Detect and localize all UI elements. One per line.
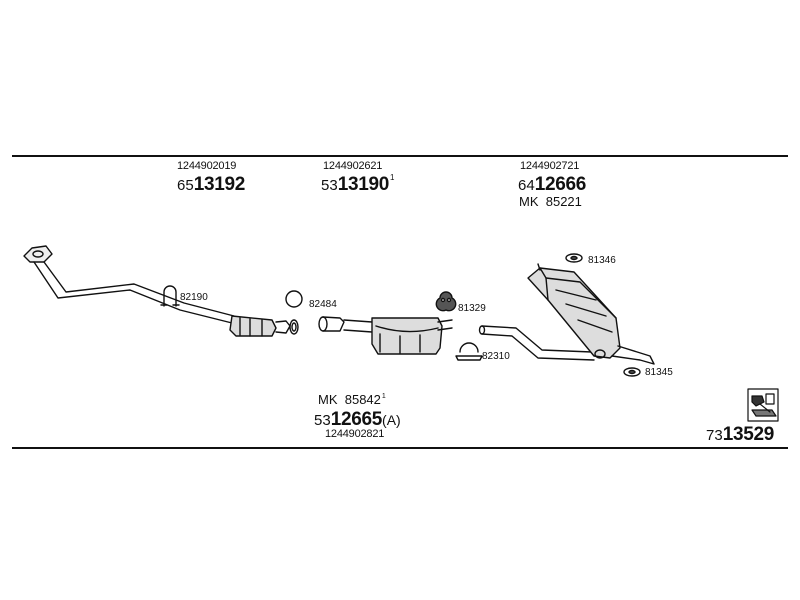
part-sup: 1: [390, 173, 395, 182]
rubber-hanger-icon: [435, 291, 457, 312]
rubber-81346-label: 81346: [588, 255, 616, 266]
catalog-prefix: 73: [706, 427, 723, 444]
catalog-number: 7313529: [706, 425, 774, 444]
middle-pipe-muffler: [318, 316, 453, 355]
part-prefix: 53: [321, 177, 338, 194]
catalog-symbol-icon: [747, 388, 779, 422]
hanger-81329-label: 81329: [458, 303, 486, 314]
rubber-ring-icon: [623, 367, 641, 377]
mk-sup: 1: [381, 393, 386, 400]
mk-number: 85842: [344, 392, 381, 407]
middle-muffler-part-number: 5312665(A): [314, 410, 401, 429]
part-main: 13192: [193, 174, 246, 195]
mk-number: 85221: [545, 194, 582, 209]
clamp-82190-label: 82190: [180, 292, 208, 303]
rear-muffler-oe-number: 1244902721: [520, 160, 580, 172]
rubber-ring-icon: [565, 253, 583, 263]
top-border-line: [12, 155, 788, 157]
part-prefix: 65: [177, 177, 194, 194]
part-main: 12665: [330, 409, 383, 430]
rear-pipe: [478, 325, 595, 361]
middle-muffler-mounting-kit: MK 858421: [318, 393, 386, 406]
rear-muffler: [527, 263, 655, 365]
mk-prefix: MK: [519, 194, 539, 209]
front-pipe-oe-number: 1244902019: [177, 160, 237, 172]
part-main: 13190: [337, 174, 390, 195]
gasket-82484-label: 82484: [309, 299, 337, 310]
clamp-82310-label: 82310: [482, 351, 510, 362]
rear-muffler-part-number: 6412666: [518, 175, 586, 194]
part-prefix: 53: [314, 412, 331, 429]
front-pipe-part-number: 6513192: [177, 175, 245, 194]
rubber-81345-label: 81345: [645, 367, 673, 378]
part-main: 12666: [534, 174, 587, 195]
catalog-main: 13529: [722, 424, 775, 445]
front-pipe: [23, 245, 299, 337]
bottom-border-line: [12, 447, 788, 449]
pipe-clamp-icon: [455, 342, 483, 361]
middle-muffler-oe-number: 1244902821: [325, 428, 385, 440]
middle-pipe-oe-number: 1244902621: [323, 160, 383, 172]
u-bolt-clamp-icon: [160, 285, 180, 307]
gasket-ring-icon: [285, 290, 303, 308]
part-suffix: (A): [382, 412, 401, 428]
middle-pipe-part-number: 53131901: [321, 173, 395, 195]
rear-muffler-mounting-kit: MK 85221: [519, 195, 582, 208]
mk-prefix: MK: [318, 392, 338, 407]
part-prefix: 64: [518, 177, 535, 194]
